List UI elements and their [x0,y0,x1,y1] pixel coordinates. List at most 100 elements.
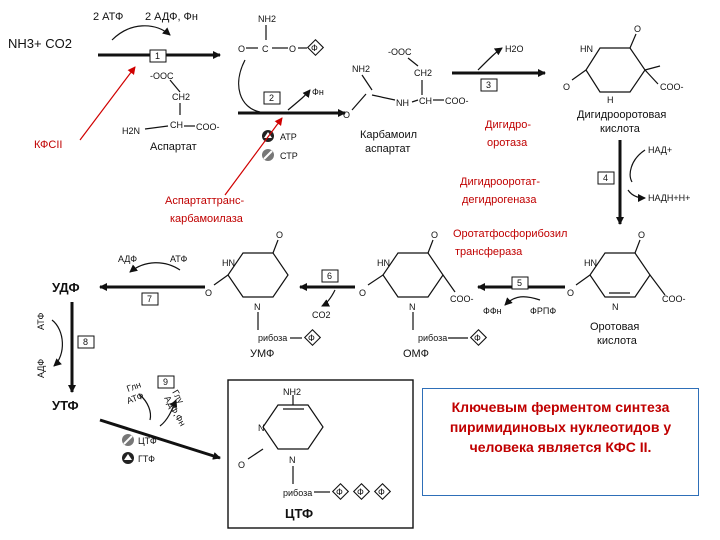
step7-cofactor-arc [129,262,181,273]
aspartate-name: Аспартат [150,141,197,153]
svg-text:NH: NH [396,98,409,108]
step3-product-arrow [477,47,503,71]
step6-number: 6 [327,271,332,281]
step2-product: Фн [312,87,324,97]
step1-atp-label: 2 АТФ [93,11,123,23]
svg-text:CH: CH [419,96,432,106]
svg-text:Ф: Ф [378,487,385,497]
atc-label-2: карбамоилаза [170,213,244,225]
svg-text:C: C [262,44,269,54]
slash-icon [263,150,273,160]
svg-text:NH2: NH2 [352,64,370,74]
omp-structure: O O HN N COO- рибоза Ф [359,230,488,347]
step5-enzyme-1: Оротатфосфорибозил [453,228,567,240]
udp-name: УДФ [52,280,80,295]
step2-activator: АТР [280,132,297,142]
step8-adp: АДФ [36,359,46,378]
slash-icon [123,435,133,445]
dihydroorotate-name-2: кислота [600,123,641,135]
step3-enzyme-2: оротаза [487,137,528,149]
svg-text:O: O [276,230,283,240]
step1-number: 1 [155,51,160,61]
svg-text:O: O [238,460,245,470]
step1-adp-label: 2 АДФ, Фн [145,11,198,23]
atc-pointer [224,117,283,196]
svg-text:COO-: COO- [445,96,469,106]
step9-number: 9 [163,377,168,387]
svg-text:O: O [563,82,570,92]
orotate-structure: O O HN N COO- [567,230,686,312]
step6-product-arrow [321,289,336,307]
step5-cofactor-arc [504,296,541,306]
arrow-up-icon [124,454,132,460]
carbamoyl-aspartate-structure: -OOC CH2 NH2 O NH CH COO- [343,47,469,120]
kfs-label: КФСII [34,139,62,151]
svg-text:HN: HN [222,258,235,268]
kfs-pointer [79,66,136,141]
ctp-box [227,379,414,529]
svg-text:O: O [343,110,350,120]
svg-text:Ф: Ф [474,333,481,343]
step8-box [77,335,95,349]
step3-number: 3 [486,80,491,90]
ump-structure: O O HN N рибоза Ф [205,230,322,347]
step8-atp: АТФ [36,313,46,330]
svg-text:N: N [289,455,296,465]
svg-text:Ф: Ф [308,333,315,343]
svg-text:рибоза: рибоза [283,488,312,498]
step3-box [480,78,498,92]
svg-text:O: O [238,44,245,54]
svg-text:H2N: H2N [122,126,140,136]
svg-text:COO-: COO- [660,82,684,92]
svg-text:O: O [634,24,641,34]
svg-text:N: N [258,423,265,433]
svg-text:NH2: NH2 [258,14,276,24]
svg-text:COO-: COO- [196,122,220,132]
step7-number: 7 [147,294,152,304]
svg-text:-OOC: -OOC [388,47,412,57]
carbamoyl-aspartate-name-2: аспартат [365,143,410,155]
svg-text:N: N [409,302,416,312]
ump-name: УМФ [250,348,274,360]
step4-cofactor-in-arc [629,149,646,183]
step9-activator: ГТФ [138,454,155,464]
svg-text:CH2: CH2 [414,68,432,78]
svg-text:N: N [254,302,261,312]
step9-cofactor-out-arc [159,399,178,427]
step2-inhibitor: СТР [280,151,298,161]
svg-text:CH: CH [170,120,183,130]
step5-box [511,276,529,290]
svg-text:HN: HN [377,258,390,268]
svg-text:COO-: COO- [450,294,474,304]
svg-text:рибоза: рибоза [258,333,287,343]
step4-box [597,171,615,185]
step7-adp: АДФ [118,254,137,264]
svg-text:COO-: COO- [662,294,686,304]
step7-atp: АТФ [170,254,187,264]
substrates-label: NH3+ CO2 [8,36,72,51]
svg-text:H: H [607,95,614,105]
svg-text:Ф: Ф [311,43,318,53]
orotate-name-1: Оротовая [590,321,639,333]
step5-prpp: ФРПФ [530,306,556,316]
orotate-name-2: кислота [597,335,638,347]
dihydroorotate-name-1: Дигидрооротовая [577,109,666,121]
step4-number: 4 [603,173,608,183]
svg-text:O: O [205,288,212,298]
svg-text:O: O [289,44,296,54]
atc-label-1: Аспартаттранс- [165,195,244,207]
step2-box [263,91,281,105]
step8-number: 8 [83,337,88,347]
step2-number: 2 [269,93,274,103]
svg-text:HN: HN [580,44,593,54]
step6-product: CO2 [312,310,331,320]
step3-enzyme-1: Дигидро- [485,119,531,131]
step9-inhibitor: ЦТФ [138,436,157,446]
aspartate-structure: -OOC CH2 H2N CH COO- [122,71,220,136]
step1-cofactor-arc [111,25,171,41]
svg-text:CH2: CH2 [172,92,190,102]
svg-text:O: O [431,230,438,240]
utp-name: УТФ [52,398,79,413]
ctp-name: ЦТФ [285,506,313,521]
step1-box [149,49,167,63]
